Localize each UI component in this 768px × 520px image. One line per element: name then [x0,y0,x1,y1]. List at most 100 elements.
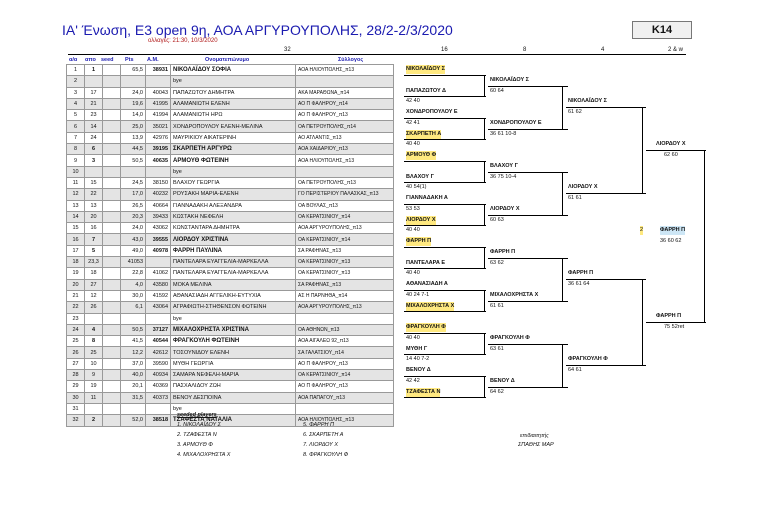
r8-score: 60 63 [490,216,504,223]
r4-score: 61 61 [568,195,582,201]
draw-empty [102,63,121,77]
draw-points: 13,9 [120,131,146,145]
draw-no: 23 [66,312,85,325]
draw-points: 12,2 [120,346,146,359]
draw-empty [102,289,121,303]
draw-points [120,312,146,325]
r8-winner: ΒΕΝΟΥ Δ [490,377,515,384]
page-title: ΙΑ' Ένωση, Ε3 open 9η, ΑΟΑ ΑΡΓΥΡΟΥΠΟΛΗΣ,… [62,22,453,38]
draw-club: ΑΟ Π ΦΑΛΗΡΟΥ_π13 [295,357,394,371]
round-4-header: 4 [601,47,605,53]
draw-empty [102,256,121,269]
champion: ΦΑΡΡΗ Π [660,226,686,236]
r16-score: 40 24 7-1 [406,291,430,298]
draw-club: ΑΟΑ ΠΑΠΑΓΟΥ_π13 [295,391,394,404]
draw-player-name: ΜΟΚΑ ΜΕΛΙΝΑ [170,278,296,291]
draw-member-id: 40934 [145,369,171,382]
bracket-line [404,182,486,184]
bracket-line [562,85,563,129]
draw-member-id: 40232 [145,188,171,201]
draw-player-name: ΒΕΝΟΥ ΔΕΣΠΟΙΝΑ [170,391,296,404]
draw-seed: 20 [84,210,103,224]
draw-points: 44,5 [120,143,146,156]
seed-entry: 4. ΜΙΧΑΛΟΧΡΗΣΤΑ Χ [177,452,231,458]
draw-club: ΑΟΑ ΑΡΓΥΡΟΥΠΟΛΗΣ_π13 [295,222,394,235]
draw-member-id: 41062 [145,267,171,280]
draw-member-id: 41592 [145,289,171,303]
r16-winner: ΜΙΧΑΛΟΧΡΗΣΤΑ Χ [406,301,455,311]
draw-club: ΟΑ ΠΕΤΡΟΥΠΟΛΗΣ_π13 [295,176,394,190]
r4-score: 64 61 [568,367,582,373]
bracket-line [562,171,563,215]
bracket-line [488,128,568,130]
draw-player-name: ΦΑΡΡΗ ΠΑΥΛΙΝΑ [170,244,296,258]
draw-no: 16 [66,233,85,246]
draw-club: ΟΑ ΚΕΡΑΤΣΙΝΙΟΥ_π14 [295,210,394,224]
draw-club: ΑΟΑ ΗΛΙΟΥΠΟΛΗΣ_π13 [295,63,394,77]
draw-club [295,402,394,416]
draw-player-name: bye [170,312,296,325]
draw-player-name: bye [170,75,296,88]
draw-player-name: ΦΡΑΓΚΟΥΛΗ ΦΩΤΕΙΝΗ [170,335,296,348]
referee-name: ΣΠΑΘΗΣ ΜΑΡ [518,442,554,448]
draw-empty [102,380,121,393]
draw-empty [102,335,121,348]
draw-club: ΟΑ ΚΕΡΑΤΣΙΝΙΟΥ_π14 [295,233,394,246]
draw-member-id: 39555 [145,233,171,246]
draw-no: 20 [66,278,85,291]
bracket-line [404,246,486,248]
draw-member-id [145,165,171,178]
r16-winner: ΑΘΑΝΑΣΙΑΔΗ Α [406,281,448,287]
bracket-line [488,214,568,216]
r16-score: 40 40 [406,227,420,234]
seed-entry: 3. ΑΡΜΟΥΘ Φ [177,442,213,448]
bracket-line [642,107,643,193]
draw-seed [84,165,103,178]
draw-club: ΑΟ Π ΦΑΛΗΡΟΥ_π13 [295,380,394,393]
seed-entry: 6. ΣΚΑΡΠΕΤΗ Α [303,432,344,438]
draw-member-id: 42976 [145,131,171,145]
seed-entry: 2. ΤΖΑΦΕΣΤΑ Ν [177,432,217,438]
draw-seed: 2 [84,414,103,427]
draw-member-id: 43064 [145,301,171,314]
bracket-line [488,386,568,388]
draw-player-name: ΑΓΡΑΦΙΩΤΗ-ΣΤΗΘΕΝΣΟΝ ΦΩΤΕΙΝΗ [170,301,296,314]
r8-score: 61 61 [490,302,504,309]
draw-no: 22 [66,301,85,314]
r16-score: 42 40 [406,98,420,105]
bracket-line [404,268,486,270]
draw-no: 21 [66,289,85,303]
r16-score: 40 54(1) [406,184,427,191]
draw-club: ΑΟΑ ΑΡΓΥΡΟΥΠΟΛΗΣ_π13 [295,301,394,314]
r16-winner: ΒΕΝΟΥ Δ [406,367,431,373]
draw-player-name: ΑΡΜΟΥΘ ΦΩΤΕΙΝΗ [170,154,296,167]
draw-no: 12 [66,188,85,201]
draw-empty [102,301,121,314]
draw-seed: 4 [84,323,103,337]
draw-no: 32 [66,414,85,427]
draw-member-id: 38150 [145,176,171,190]
draw-points: 37,0 [120,357,146,371]
draw-empty [102,120,121,133]
bracket-line [704,150,705,322]
draw-player-name: ΓΙΑΝΝΑΔΑΚΗ ΑΛΕΞΑΝΔΡΑ [170,199,296,212]
r4-score: 36 61 64 [568,281,590,287]
bracket-line [646,150,706,151]
bracket-line [404,117,486,119]
draw-empty [102,278,121,291]
draw-empty [102,402,121,416]
r8-winner: ΝΙΚΟΛΑΪΔΟΥ Σ [490,76,529,83]
draw-seed: 13 [84,199,103,212]
draw-player-name: ΚΩΝΣΤΑΝΤΑΡΑ ΔΗΜΗΤΡΑ [170,222,296,235]
draw-member-id: 41994 [145,109,171,122]
